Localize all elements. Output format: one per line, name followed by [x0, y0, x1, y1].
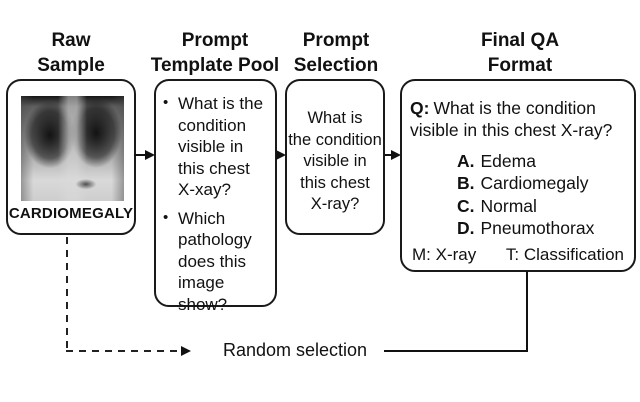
prompt-line: X-ray? [310, 195, 360, 213]
heading-line: Final QA [480, 30, 560, 51]
modality-task-line: M: X-ray T: Classification [410, 244, 628, 265]
chest-xray-image [21, 96, 124, 201]
prompt-line: What is [307, 109, 363, 127]
dashed-connector-horizontal [66, 350, 181, 352]
template-item-text: Which pathology does this image show? [178, 208, 252, 314]
heading-raw-sample: Raw Sample [6, 28, 136, 78]
selected-prompt-text: What is the condition visible in this ch… [287, 81, 383, 216]
heading-prompt-selection: Prompt Selection [281, 28, 391, 78]
modality-label: M: [412, 245, 431, 265]
template-item: • What is the condition visible in this … [163, 93, 275, 201]
bullet-icon: • [163, 208, 169, 226]
heading-final-qa-format: Final QA Format [440, 28, 600, 78]
modality-value: X-ray [435, 245, 477, 265]
arrow-right-icon [181, 346, 191, 356]
arrow-line [385, 154, 393, 156]
question-line-2: visible in this chest X-ray? [410, 120, 613, 140]
template-list: • What is the condition visible in this … [156, 81, 275, 315]
task-value: Classification [523, 245, 624, 265]
bullet-icon: • [163, 94, 169, 111]
prompt-line: this chest [300, 173, 370, 192]
answer-options: A.Edema B.Cardiomegaly C.Normal D.Pneumo… [457, 150, 628, 239]
connector-line-horizontal [384, 350, 528, 352]
random-selection-label: Random selection [222, 340, 368, 360]
heading-line: Sample [37, 55, 105, 76]
prompt-line: the condition [288, 130, 382, 149]
modality-tag: M: X-ray [412, 244, 476, 265]
template-item: • Which pathology does this image show? [163, 208, 275, 316]
final-qa-content: Q:What is the condition visible in this … [402, 81, 634, 265]
heading-line: Prompt [181, 30, 249, 51]
option-text: Edema [480, 151, 536, 171]
arrow-right-icon [391, 150, 401, 160]
prompt-template-pool-box: • What is the condition visible in this … [154, 79, 277, 314]
prompt-line: visible in [303, 152, 367, 170]
task-tag: T: Classification [506, 244, 624, 265]
option-text: Pneumothorax [480, 217, 595, 238]
arrow-right-icon [276, 150, 286, 160]
arrow-line [134, 154, 147, 156]
option-letter: D. [457, 217, 475, 238]
option-a: A.Edema [457, 150, 628, 172]
task-label: T: [505, 245, 520, 265]
pathology-label: CARDIOMEGALY [8, 205, 134, 222]
final-qa-box: Q:What is the condition visible in this … [400, 79, 636, 272]
heading-prompt-template-pool: Prompt Template Pool [140, 28, 290, 78]
template-item-text: What is the condition visible in this ch… [178, 94, 264, 199]
connector-line-vertical [526, 271, 528, 352]
question-line-1: Q:What is the condition [410, 97, 628, 119]
question-text: What is the condition [433, 98, 596, 118]
question-label: Q: [410, 98, 430, 118]
prompt-selection-box: What is the condition visible in this ch… [285, 79, 385, 235]
option-b: B.Cardiomegaly [457, 172, 628, 194]
option-d: D.Pneumothorax [457, 217, 628, 239]
heading-line: Prompt [302, 30, 370, 51]
heading-line: Format [487, 55, 553, 76]
option-c: C.Normal [457, 195, 628, 217]
raw-sample-box: CARDIOMEGALY [6, 79, 136, 235]
option-letter: C. [457, 195, 475, 216]
option-text: Cardiomegaly [480, 173, 589, 194]
heading-line: Template Pool [150, 55, 280, 76]
arrow-right-icon [145, 150, 155, 160]
option-letter: A. [457, 151, 475, 171]
option-letter: B. [457, 173, 475, 194]
option-text: Normal [480, 195, 537, 216]
heading-line: Selection [293, 55, 379, 76]
dashed-connector-vertical [66, 237, 68, 351]
heading-line: Raw [51, 30, 91, 51]
